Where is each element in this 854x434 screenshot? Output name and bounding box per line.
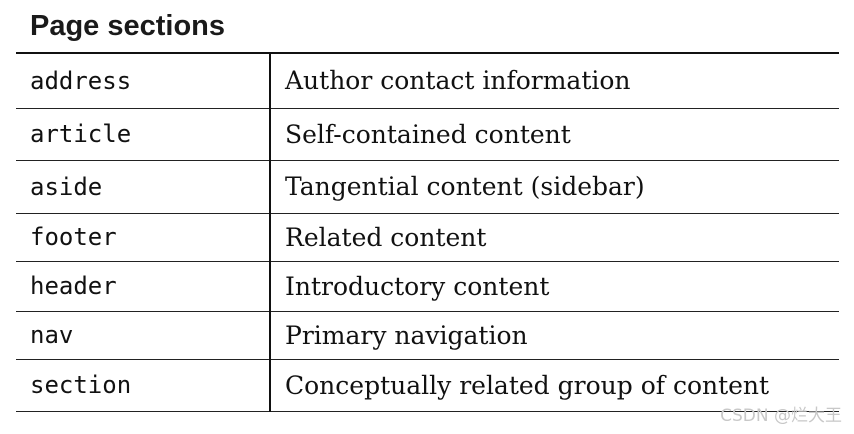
element-description-cell: Conceptually related group of content [270,359,839,412]
sections-table: address Author contact information artic… [16,52,839,412]
table-row: footer Related content [16,213,839,262]
element-description-cell: Author contact information [270,53,839,109]
element-name-cell: article [16,108,271,161]
page-sections-table: address Author contact information artic… [16,52,839,412]
table-row: article Self-contained content [16,108,839,161]
element-description-cell: Introductory content [270,261,839,312]
element-name-cell: section [16,359,271,412]
element-name-cell: header [16,261,271,312]
table-row: address Author contact information [16,53,839,109]
element-description-cell: Tangential content (sidebar) [270,160,839,214]
table-row: section Conceptually related group of co… [16,359,839,412]
watermark: CSDN @烂大王 [720,406,842,426]
table-row: nav Primary navigation [16,311,839,360]
element-name-cell: footer [16,213,271,262]
table-row: aside Tangential content (sidebar) [16,160,839,214]
element-name-cell: aside [16,160,271,214]
element-name-cell: address [16,53,271,109]
table-row: header Introductory content [16,261,839,312]
element-description-cell: Primary navigation [270,311,839,360]
element-name-cell: nav [16,311,271,360]
element-description-cell: Self-contained content [270,108,839,161]
element-description-cell: Related content [270,213,839,262]
table-title: Page sections [30,10,226,42]
